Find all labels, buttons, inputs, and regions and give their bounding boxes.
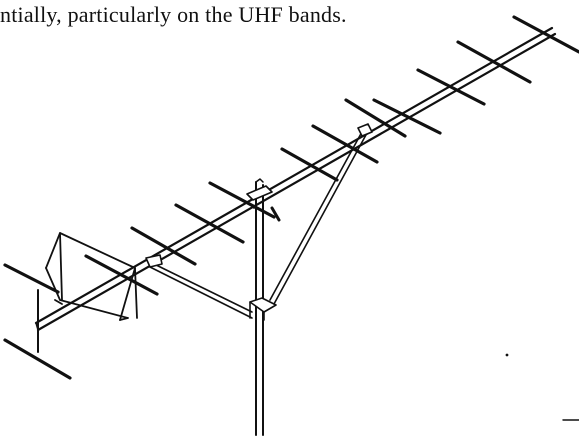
reflector-frame xyxy=(45,232,138,321)
support-strut xyxy=(269,123,373,305)
body-text-line: ntially, particularly on the UHF bands. xyxy=(0,2,347,27)
mast-boom-clamp xyxy=(246,185,281,222)
lower-support-rod xyxy=(145,254,253,319)
director-elements xyxy=(84,15,579,296)
boom xyxy=(34,26,557,332)
antenna-drawing xyxy=(3,15,579,436)
page-speck xyxy=(505,353,509,357)
reflector-elements xyxy=(3,263,72,380)
mast-lower-clamp xyxy=(249,297,277,321)
